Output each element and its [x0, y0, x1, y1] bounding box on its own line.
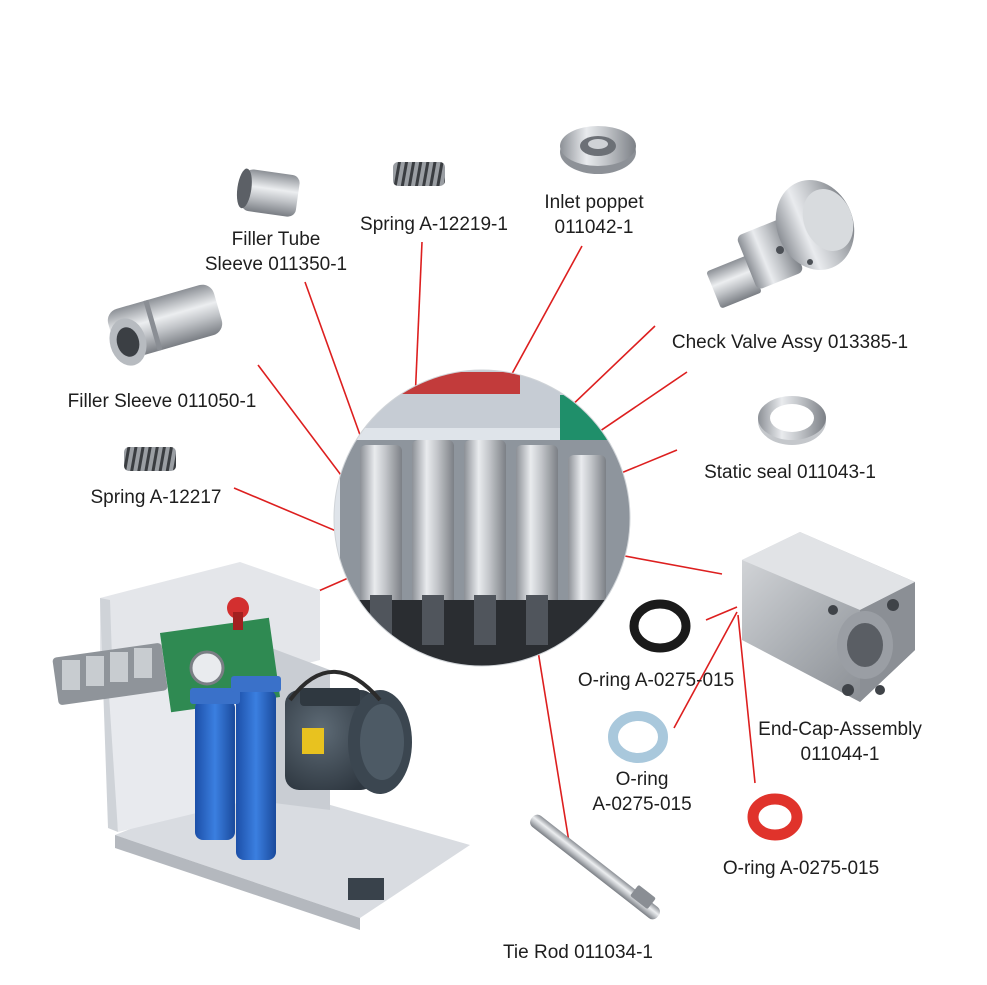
o-ring-part-black — [629, 599, 691, 653]
label-oring-red: O-ring A-0275-015 — [722, 858, 880, 879]
static-seal-part — [758, 396, 826, 445]
label-static-seal: Static seal 011043-1 — [704, 462, 876, 483]
check-valve-part — [707, 180, 855, 308]
inlet-poppet-part — [560, 126, 636, 174]
end-cap-part — [742, 532, 915, 702]
spring-part-12219 — [393, 162, 445, 186]
o-ring-part-blue — [608, 711, 668, 763]
label-end-cap: End-Cap-Assembly 011044-1 — [758, 719, 922, 765]
label-inlet-poppet: Inlet poppet 011042-1 — [544, 192, 644, 238]
tie-rod-part — [530, 814, 660, 920]
label-oring-blue: O-ring A-0275-015 — [592, 769, 692, 815]
pump-machine-photo — [52, 562, 470, 930]
label-spring-12219: Spring A-12219-1 — [360, 214, 508, 235]
leader-line-oring-black — [705, 606, 738, 621]
leader-line-oring-red — [737, 614, 756, 784]
filler-sleeve-part — [107, 284, 223, 366]
label-filler-tube-sleeve: Filler Tube Sleeve 011350-1 — [204, 229, 348, 275]
label-oring-black: O-ring A-0275-015 — [577, 670, 735, 691]
spring-part-12217 — [124, 447, 176, 471]
leader-line-oring-blue — [673, 611, 738, 729]
pump-closeup-photo — [334, 370, 630, 666]
filler-tube-sleeve-part — [236, 168, 300, 217]
label-tie-rod: Tie Rod 011034-1 — [503, 942, 653, 963]
o-ring-part-red — [747, 793, 803, 841]
label-spring-12217: Spring A-12217 — [90, 487, 222, 508]
label-check-valve: Check Valve Assy 013385-1 — [671, 332, 909, 353]
label-filler-sleeve: Filler Sleeve 011050-1 — [67, 391, 257, 412]
